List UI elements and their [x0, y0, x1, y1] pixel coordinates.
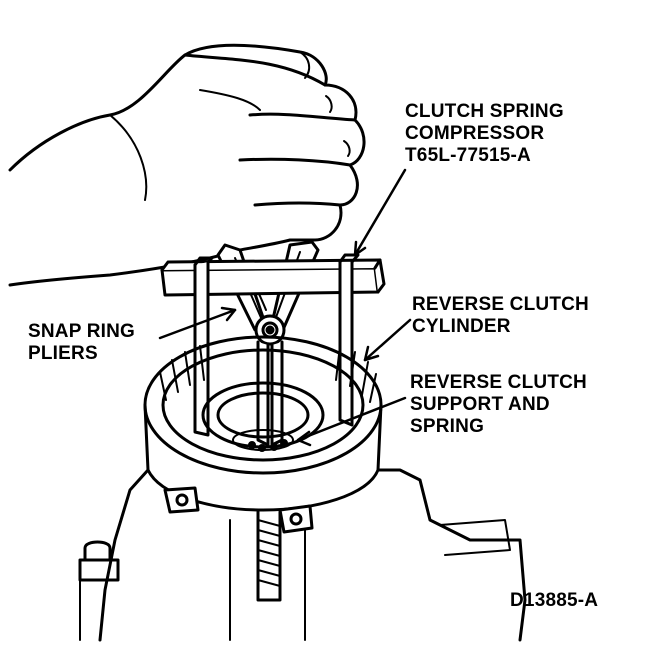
cylinder-label-line1: REVERSE CLUTCH	[412, 294, 589, 315]
compressor-leader-line	[353, 168, 407, 257]
support-leader-line	[296, 396, 407, 442]
snap-ring-pliers-label: SNAP RING PLIERS	[28, 321, 135, 365]
support-label-line2: SUPPORT AND	[410, 394, 550, 415]
spring-compressor-drawing	[160, 253, 386, 437]
reverse-clutch-support-label: REVERSE CLUTCH SUPPORT AND SPRING	[410, 372, 587, 438]
cylinder-leader-arrow	[363, 345, 380, 362]
compressor-label-line1: CLUTCH SPRING	[405, 101, 564, 122]
snap-ring-label-line2: PLIERS	[28, 343, 98, 364]
cylinder-label-line2: CYLINDER	[412, 316, 511, 337]
snap-ring-label-line1: SNAP RING	[28, 321, 136, 342]
support-leader-arrow	[296, 430, 312, 447]
support-label-line1: REVERSE CLUTCH	[410, 372, 587, 393]
leader-lines	[158, 168, 412, 447]
cylinder-leader-line	[363, 318, 412, 362]
clutch-cylinder-drawing	[143, 335, 383, 512]
compressor-label-line3: T65L-77515-A	[405, 145, 531, 166]
support-label-line3: SPRING	[410, 416, 485, 437]
snap-ring-leader-line	[158, 308, 237, 340]
compressor-label: CLUTCH SPRING COMPRESSOR T65L-77515-A	[405, 101, 564, 167]
transmission-case-drawing	[78, 468, 527, 642]
reverse-clutch-cylinder-label: REVERSE CLUTCH CYLINDER	[412, 294, 589, 338]
snap-ring-leader-arrow	[220, 306, 237, 322]
compressor-label-line2: COMPRESSOR	[405, 123, 545, 144]
figure-reference-id: D13885-A	[510, 590, 599, 611]
compressor-leader-arrow	[353, 240, 367, 257]
